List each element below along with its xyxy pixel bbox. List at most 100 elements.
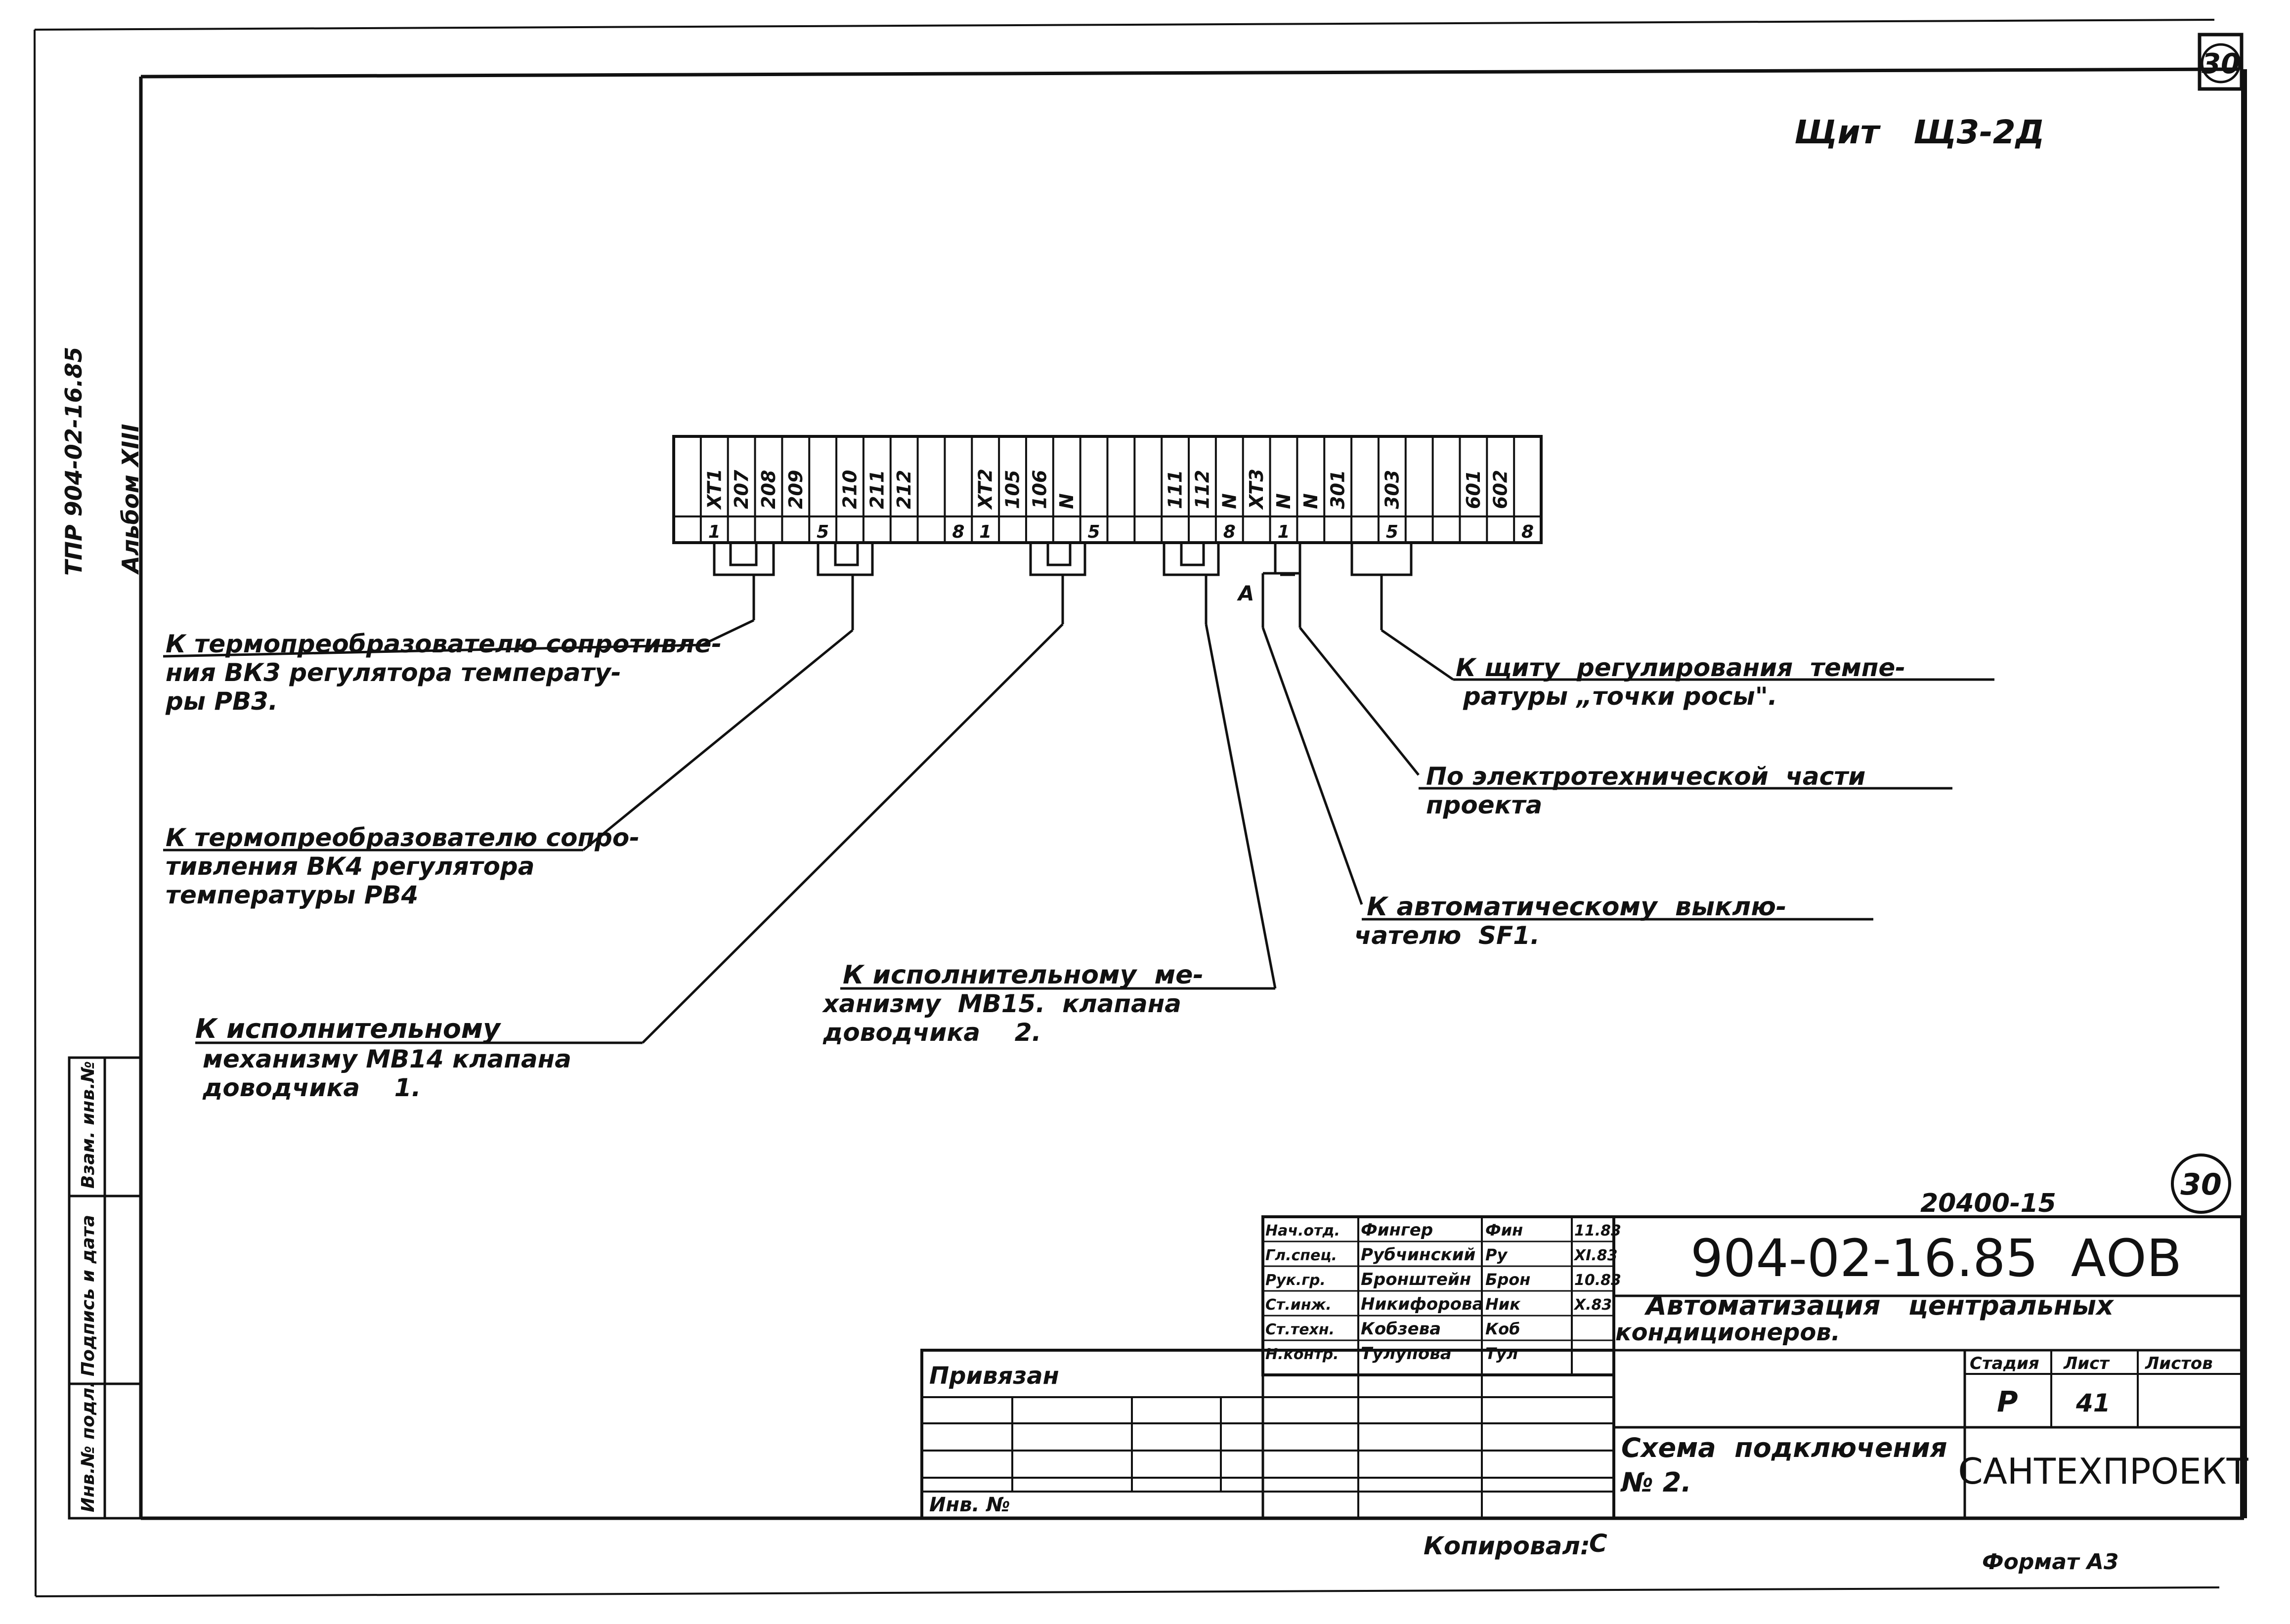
signature-sign: Фин bbox=[1485, 1221, 1523, 1239]
signature-role: Рук.гр. bbox=[1265, 1272, 1326, 1289]
signature-sign: Коб bbox=[1485, 1320, 1520, 1338]
signature-sign: Тул bbox=[1485, 1344, 1518, 1363]
terminal-label: 112 bbox=[1191, 470, 1213, 509]
copied-by-label: Копировал: bbox=[1424, 1532, 1590, 1560]
document-code: 904-02-16.85 АОВ bbox=[1690, 1228, 2182, 1288]
note-sf1-l1: К автоматическому выклю- bbox=[1367, 892, 1787, 922]
note-bk4-l1: К термопреобразователю сопро- bbox=[166, 823, 640, 852]
terminal-label: 207 bbox=[731, 470, 752, 509]
note-mb14: К исполнительному механизму МВ14 клапана… bbox=[195, 1013, 571, 1102]
sheets-header: Листов bbox=[2145, 1354, 2213, 1373]
terminal-label: 602 bbox=[1490, 470, 1512, 509]
note-dewpoint: К щиту регулирования темпе- ратуры „точк… bbox=[1456, 653, 1905, 711]
signature-role: Ст.инж. bbox=[1265, 1296, 1332, 1314]
sheet-trim bbox=[34, 19, 2220, 1597]
note-mb14-l1: К исполнительному bbox=[195, 1013, 502, 1044]
signature-name: Рубчинский bbox=[1361, 1245, 1475, 1265]
note-mb14-l2: механизму МВ14 клапана bbox=[203, 1045, 571, 1073]
sheet-header: Лист bbox=[2063, 1354, 2110, 1373]
note-electro-l2: проекта bbox=[1426, 791, 1542, 819]
note-bk4: К термопреобразователю сопро- тивления В… bbox=[166, 823, 640, 909]
signature-role: Ст.техн. bbox=[1265, 1321, 1335, 1338]
side-stamp bbox=[68, 1056, 142, 1520]
terminal-label: 210 bbox=[839, 470, 861, 509]
note-mb15: К исполнительному ме- ханизму МВ15. клап… bbox=[821, 960, 1204, 1047]
leader-lines bbox=[163, 619, 1994, 1044]
margin-album: Альбом XIII bbox=[117, 424, 144, 575]
signature-sign: Ру bbox=[1485, 1245, 1508, 1264]
note-mb14-l3: доводчика 1. bbox=[202, 1073, 421, 1102]
terminal-position-mark: 8 bbox=[1521, 522, 1534, 542]
terminal-label: 106 bbox=[1029, 470, 1050, 509]
signature-date: X.83 bbox=[1573, 1296, 1612, 1314]
signature-role: Нач.отд. bbox=[1265, 1222, 1340, 1239]
terminal-position-mark: 1 bbox=[1277, 522, 1290, 542]
format-label: Формат А3 bbox=[1982, 1549, 2119, 1575]
terminal-label: 209 bbox=[785, 470, 807, 509]
note-mb15-l3: доводчика 2. bbox=[822, 1018, 1041, 1047]
terminal-label: 105 bbox=[1002, 470, 1024, 509]
side-stamp-sign: Подпись и дата bbox=[78, 1215, 98, 1376]
copied-by-sign: С bbox=[1589, 1529, 1607, 1558]
note-bk3-l1: К термопреобразователю сопротивле- bbox=[166, 630, 722, 658]
note-mb15-l1: К исполнительному ме- bbox=[843, 960, 1204, 990]
note-bk4-l3: температуры РВ4 bbox=[166, 881, 418, 909]
terminal-label: N bbox=[1273, 493, 1295, 509]
signature-name: Кобзева bbox=[1361, 1319, 1441, 1339]
terminal-label: 111 bbox=[1165, 470, 1186, 509]
terminal-position-mark: 5 bbox=[817, 522, 829, 542]
terminal-label: 212 bbox=[893, 470, 915, 509]
drawing-title-l2: № 2. bbox=[1620, 1467, 1691, 1498]
note-electro-l1: По электротехнической части bbox=[1426, 762, 1865, 791]
title-block bbox=[920, 1215, 2243, 1520]
company-name: САНТЕХПРОЕКТ bbox=[1958, 1451, 2248, 1492]
note-mb15-l2: ханизму МВ15. клапана bbox=[821, 989, 1181, 1018]
signature-sign: Брон bbox=[1485, 1270, 1530, 1289]
terminal-label: 601 bbox=[1463, 470, 1484, 509]
signature-role: Гл.спец. bbox=[1265, 1247, 1337, 1264]
signature-name: Бронштейн bbox=[1361, 1270, 1471, 1289]
signature-role: Н.контр. bbox=[1265, 1346, 1339, 1363]
stage-value: Р bbox=[1997, 1385, 2018, 1418]
panel-title: Щит Щ3-2Д bbox=[1794, 113, 2044, 151]
terminal-position-mark: 5 bbox=[1386, 522, 1398, 542]
inv-number-label: Инв. № bbox=[929, 1494, 1010, 1516]
side-stamp-repl: Взам. инв.№ bbox=[78, 1061, 98, 1189]
terminal-label: ХТ2 bbox=[975, 469, 996, 510]
margin-labels: ТПР 904-02-16.85 Альбом XIII bbox=[60, 347, 144, 576]
note-dewpoint-l1: К щиту регулирования темпе- bbox=[1456, 653, 1905, 682]
note-sf1: К автоматическому выклю- чателю SF1. bbox=[1354, 892, 1787, 950]
sheet-number-top: 30 bbox=[2201, 43, 2241, 84]
privyazan-label: Привязан bbox=[929, 1362, 1059, 1390]
note-bk3: К термопреобразователю сопротивле- ния В… bbox=[165, 630, 722, 716]
signature-date: 11.83 bbox=[1574, 1222, 1621, 1239]
terminal-position-mark: 5 bbox=[1088, 522, 1100, 542]
terminal-position-mark: 8 bbox=[1223, 522, 1236, 542]
note-electro: По электротехнической части проекта bbox=[1426, 762, 1865, 819]
signature-sign: Ник bbox=[1485, 1295, 1521, 1314]
terminal-label: 301 bbox=[1327, 470, 1349, 509]
terminal-label: N bbox=[1300, 493, 1322, 509]
note-sf1-l2: чателю SF1. bbox=[1354, 921, 1540, 950]
signature-date: 10.83 bbox=[1574, 1272, 1621, 1289]
terminal-position-mark: 1 bbox=[979, 522, 992, 542]
margin-project-code: ТПР 904-02-16.85 bbox=[60, 347, 87, 576]
terminal-position-mark: 8 bbox=[952, 522, 964, 542]
signature-date: XI.83 bbox=[1573, 1247, 1617, 1264]
terminal-label: ХТ1 bbox=[703, 469, 725, 510]
signature-name: Фингер bbox=[1361, 1220, 1433, 1240]
side-stamp-inv: Инв.№ подл. bbox=[78, 1381, 98, 1512]
terminal-label: 211 bbox=[866, 470, 888, 509]
terminal-label: ХТ3 bbox=[1246, 469, 1267, 510]
signature-name: Никифорова bbox=[1361, 1294, 1483, 1314]
terminal-label: 208 bbox=[758, 470, 779, 509]
stage-header: Стадия bbox=[1970, 1354, 2039, 1373]
sheet-value: 41 bbox=[2075, 1389, 2111, 1417]
sheet-number-top-text: 30 bbox=[2202, 48, 2240, 80]
project-title-l2: кондиционеров. bbox=[1615, 1319, 1840, 1346]
drawing-title-l1: Схема подключения bbox=[1621, 1432, 1947, 1463]
